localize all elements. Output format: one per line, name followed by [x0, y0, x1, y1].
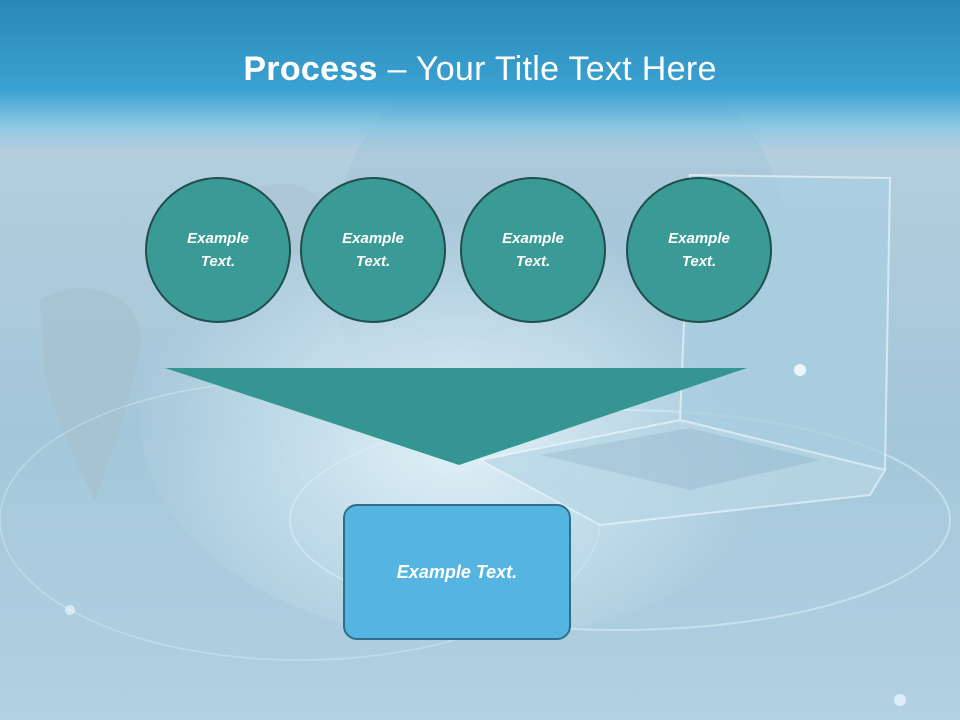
- light-point: [794, 364, 806, 376]
- title-bold: Process: [243, 50, 378, 88]
- process-step-circle: Example Text.: [626, 177, 772, 323]
- title-rest: – Your Title Text Here: [377, 50, 717, 88]
- step-label: Example Text.: [668, 230, 730, 270]
- result-label: Example Text.: [396, 561, 518, 582]
- slide-title: Process – Your Title Text Here: [0, 50, 960, 89]
- step-label: Example Text.: [342, 230, 404, 270]
- light-point: [894, 694, 906, 706]
- funnel-arrow: [165, 368, 747, 465]
- step-label: Example Text.: [502, 230, 564, 270]
- process-step-circle: Example Text.: [460, 177, 606, 323]
- continent-shape: [40, 288, 142, 500]
- light-point: [65, 605, 75, 615]
- result-box: Example Text.: [343, 504, 571, 640]
- title-band: [0, 0, 960, 150]
- step-label: Example Text.: [187, 230, 249, 270]
- process-step-circle: Example Text.: [145, 177, 291, 323]
- process-step-circle: Example Text.: [300, 177, 446, 323]
